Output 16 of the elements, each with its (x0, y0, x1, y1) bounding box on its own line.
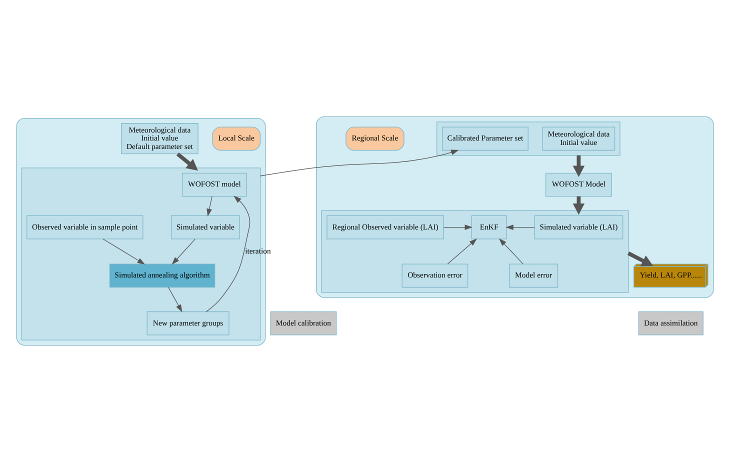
arrow (168, 286, 182, 312)
arrow (447, 238, 477, 264)
cluster (316, 116, 714, 298)
arrow (206, 196, 212, 217)
arrow (572, 155, 585, 177)
arrow (627, 252, 654, 266)
arrow (506, 224, 535, 230)
cluster (321, 210, 629, 293)
arrow (172, 238, 196, 265)
arrow (498, 238, 524, 264)
arrow (206, 196, 250, 312)
arrow (443, 224, 473, 230)
arrow (176, 152, 198, 171)
arrow (572, 196, 585, 215)
arrow (102, 238, 146, 265)
arrow (260, 150, 459, 176)
